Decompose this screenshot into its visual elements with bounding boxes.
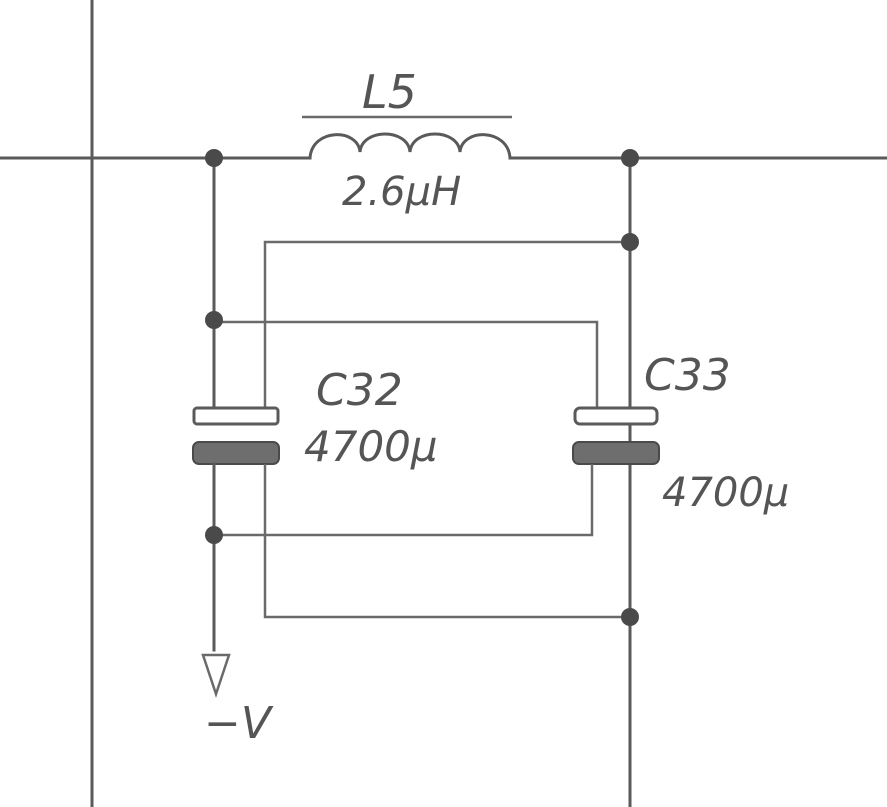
junction-dot: [621, 608, 639, 626]
supply-arrow: [201, 653, 231, 698]
upper-return-wire: [263, 240, 630, 412]
inductor-coil: [308, 132, 512, 160]
junction-dot: [205, 149, 223, 167]
c33-ref-label: C33: [644, 350, 731, 401]
junction-dot: [205, 311, 223, 329]
lower-return-wire: [263, 464, 630, 619]
c33-top-wire: [214, 320, 599, 412]
c32-value-label: 4700μ: [304, 422, 438, 471]
c32-ref-label: C32: [316, 365, 403, 416]
lower-cross-wire: [214, 464, 594, 537]
inductor-ref-label: L5: [362, 65, 417, 119]
junction-dot: [621, 149, 639, 167]
capacitor-c33: [572, 406, 660, 465]
junction-dot: [621, 233, 639, 251]
junction-dot: [205, 526, 223, 544]
c33-value-label: 4700μ: [662, 470, 789, 516]
c32-negative-plate: [192, 441, 280, 465]
inductor-value-label: 2.6μH: [342, 169, 461, 215]
c32-positive-plate: [192, 406, 280, 426]
c33-negative-plate: [572, 441, 660, 465]
c33-positive-plate: [573, 406, 659, 426]
supply-label: −V: [204, 698, 274, 749]
inductor-l5: [302, 115, 512, 160]
capacitor-c32: [192, 406, 280, 465]
